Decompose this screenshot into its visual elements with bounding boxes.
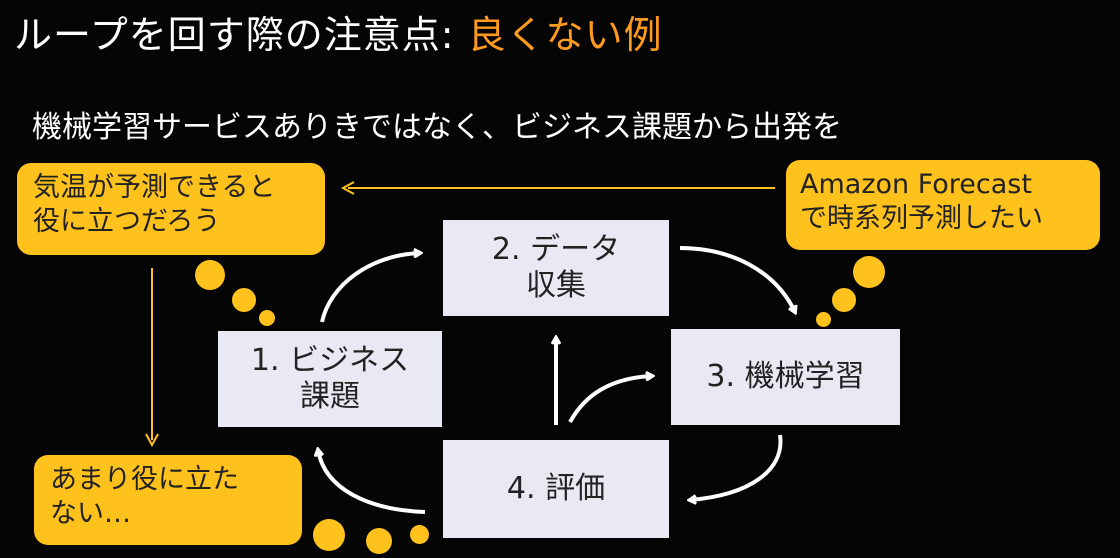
node-machine-learning: 3. 機械学習 <box>671 329 900 425</box>
node-evaluation: 4. 評価 <box>443 440 669 538</box>
bubble-temperature-line2: 役に立つだろう <box>33 205 221 237</box>
bubble-forecast-line1: Amazon Forecast <box>800 169 1032 200</box>
thought-dot <box>832 288 856 312</box>
thought-dot <box>313 519 345 551</box>
title-accent: 良くない例 <box>467 13 663 57</box>
node-business-sublabel: 課題 <box>299 379 360 414</box>
node-data-sublabel: 収集 <box>525 268 586 303</box>
bubble-useless-line2: ない… <box>50 497 131 529</box>
arrow-eval-to-ml <box>568 376 652 423</box>
thought-dot <box>410 525 429 544</box>
thought-dot <box>853 256 885 288</box>
thought-dot <box>366 528 392 554</box>
node-business-issue: 1. ビジネス課題 <box>218 331 442 427</box>
arrow-business-to-data <box>320 253 420 323</box>
node-ml-label: 3. 機械学習 <box>706 359 865 394</box>
bubble-temperature-line1: 気温が予測できると <box>33 172 276 203</box>
node-eval-label: 4. 評価 <box>506 471 606 506</box>
thought-dot <box>816 312 831 327</box>
slide-subtitle: 機械学習サービスありきではなく、ビジネス課題から出発を <box>32 110 842 145</box>
bubble-forecast-line2: で時系列予測したい <box>800 202 1043 234</box>
arrow-ml-to-eval <box>690 434 783 500</box>
node-data-collection: 2. データ収集 <box>443 220 669 316</box>
arrow-eval-to-business <box>318 450 426 514</box>
bubble-forecast-thought: Amazon Forecast で時系列予測したい <box>786 160 1100 250</box>
node-business-label: 1. ビジネス <box>250 343 410 378</box>
slide-title: ループを回す際の注意点: 良くない例 <box>14 4 663 59</box>
arrow-data-to-ml <box>679 246 795 312</box>
thought-dot <box>195 260 225 290</box>
title-prefix: ループを回す際の注意点: <box>14 13 468 57</box>
bubble-useless-thought: あまり役に立た ない… <box>34 455 302 545</box>
bubble-useless-line1: あまり役に立た <box>50 464 239 495</box>
node-data-label: 2. データ <box>491 232 621 267</box>
bubble-temperature-thought: 気温が予測できると 役に立つだろう <box>17 163 325 255</box>
thought-dot <box>232 288 256 312</box>
thought-dot <box>259 310 275 326</box>
